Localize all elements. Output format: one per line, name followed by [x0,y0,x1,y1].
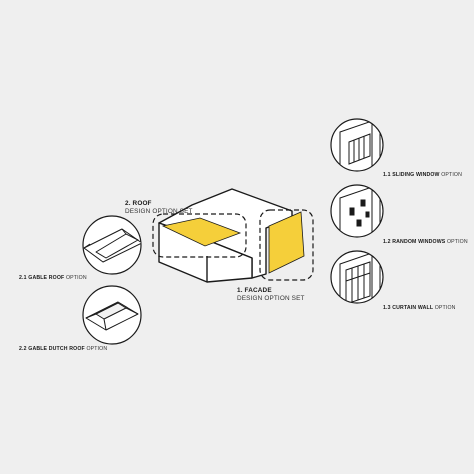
roof-set-subtitle: DESIGN OPTION SET [125,207,193,215]
facade-option-1-2[interactable] [330,184,384,246]
facade-selection-box[interactable] [259,209,314,281]
facade-set-label: 1. FACADE DESIGN OPTION SET [237,287,305,302]
facade-option-1-3[interactable] [330,250,384,312]
roof-option-label-2-1: 2.1 GABLE ROOF OPTION [19,275,87,281]
roof-set-title: 2. ROOF [125,200,152,207]
roof-option-2-2[interactable] [82,285,142,345]
roof-highlight [161,217,242,247]
facade-option-label-1-3: 1.3 CURTAIN WALL OPTION [383,305,456,311]
roof-option-label-2-2: 2.2 GABLE DUTCH ROOF OPTION [19,346,108,352]
facade-option-label-1-2: 1.2 RANDOM WINDOWS OPTION [383,239,468,245]
facade-set-subtitle: DESIGN OPTION SET [237,294,305,302]
facade-option-label-1-1: 1.1 SLIDING WINDOW OPTION [383,172,462,178]
roof-set-label: 2. ROOF DESIGN OPTION SET [125,200,193,215]
facade-option-1-1[interactable] [330,118,384,180]
facade-set-title: 1. FACADE [237,287,272,294]
gable-roof-icon [83,228,141,263]
roof-selection-box[interactable] [152,213,247,258]
roof-option-2-1[interactable] [82,215,142,275]
facade-highlight [268,211,305,274]
gable-dutch-roof-icon [85,301,139,331]
